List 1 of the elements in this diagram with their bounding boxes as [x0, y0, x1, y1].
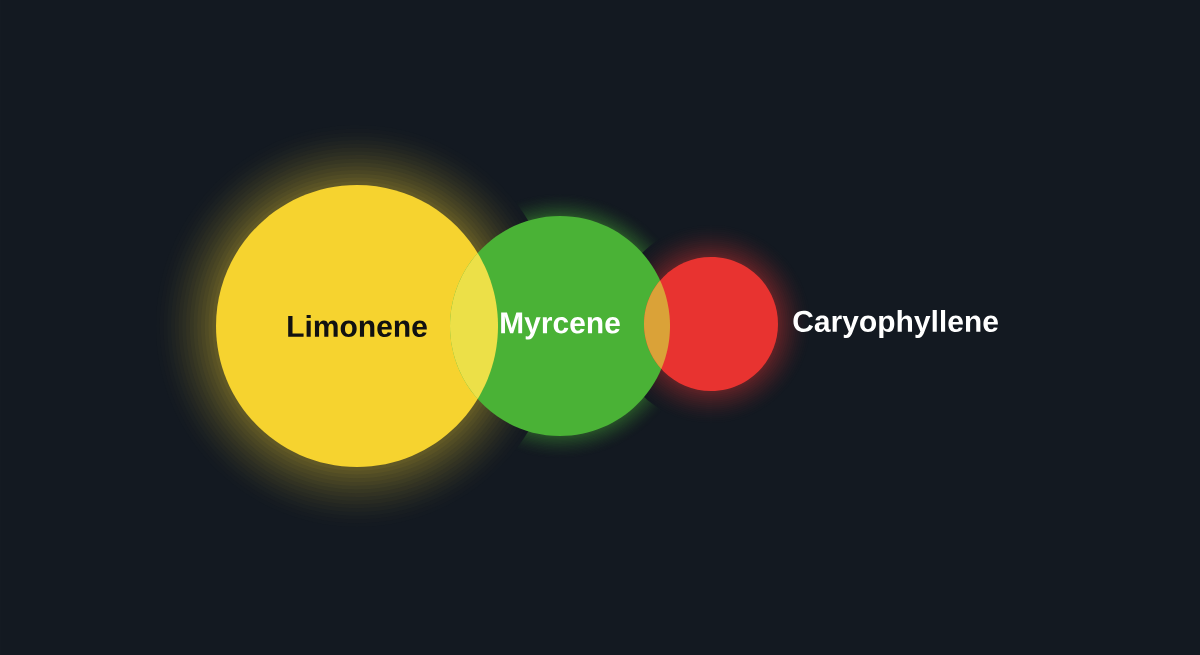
circle-label: Caryophyllene	[793, 310, 998, 338]
